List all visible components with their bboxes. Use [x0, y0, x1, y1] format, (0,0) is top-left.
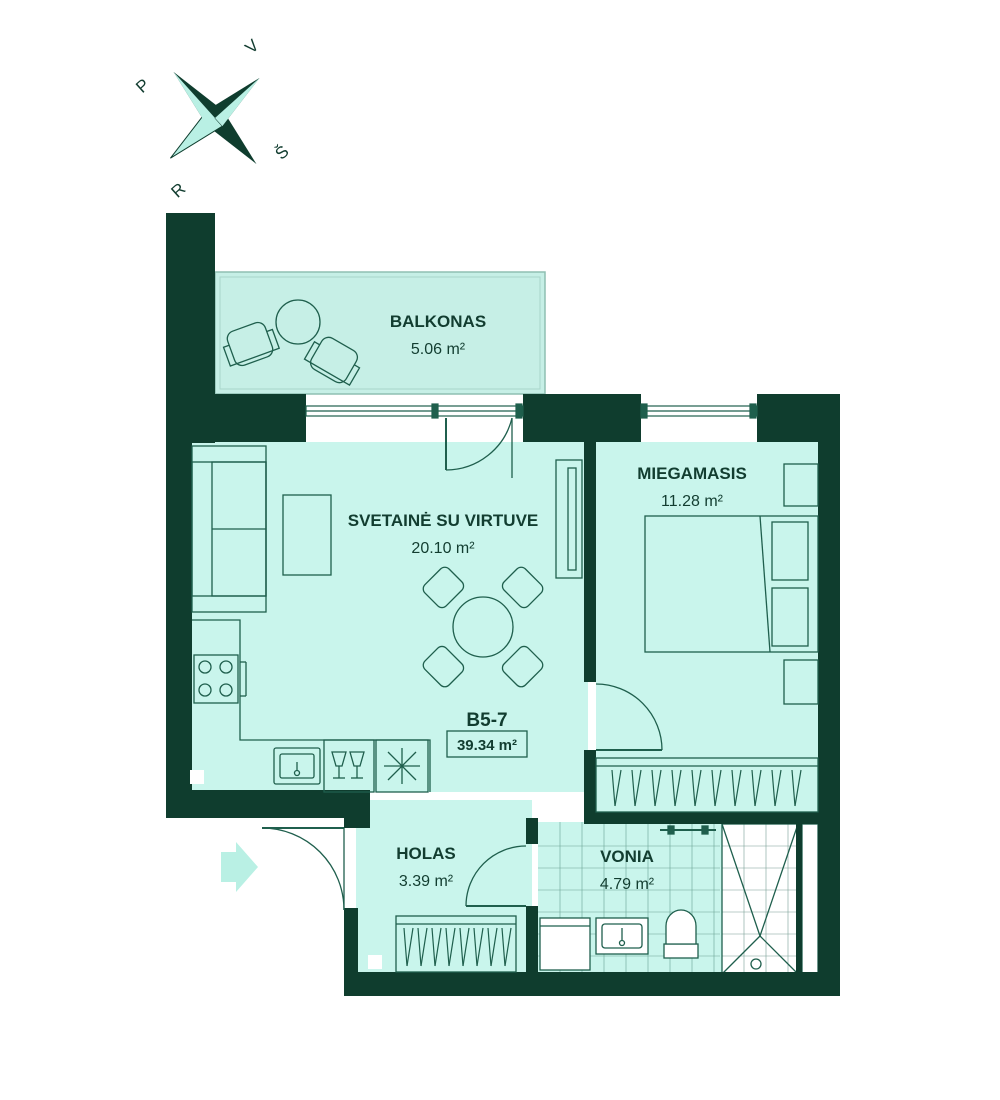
living-name: SVETAINĖ SU VIRTUVE [348, 511, 539, 530]
apartment-code: B5-7 [466, 710, 507, 731]
hanger-line [791, 769, 796, 807]
bath-area: 4.79 m² [600, 876, 655, 893]
balcony-furniture [222, 299, 361, 387]
hanger-line [462, 927, 470, 967]
hanger-line [445, 927, 450, 967]
dining-table [422, 566, 544, 688]
window-bedroom [640, 403, 758, 419]
bath-sink [595, 917, 649, 955]
hanger-line [406, 927, 414, 967]
hanger-line [431, 927, 436, 967]
compass-rose-icon [170, 71, 260, 165]
nightstand-bottom [783, 659, 819, 705]
window-living [305, 403, 524, 419]
hanger-line [614, 769, 622, 807]
hanger-line [771, 769, 776, 807]
hanger-line [420, 927, 428, 967]
hanger-line [691, 769, 696, 807]
hanger-line [473, 927, 478, 967]
hanger-line [651, 769, 656, 807]
compass-letter-v: V [242, 35, 264, 57]
hanger-line [634, 769, 642, 807]
hanger-line [403, 927, 408, 967]
compass-letter-s: Š [272, 142, 293, 164]
hanger-line [501, 927, 506, 967]
bedroom-floor [596, 442, 818, 814]
hanger-line [448, 927, 456, 967]
hall-name: HOLAS [396, 844, 456, 863]
living-floor [190, 442, 588, 792]
nightstand-top [783, 463, 819, 507]
balcony-name: BALKONAS [390, 312, 486, 331]
hanger-line [751, 769, 756, 807]
hanger-line [774, 769, 782, 807]
bathroom-door[interactable] [465, 845, 527, 907]
shower [721, 823, 799, 975]
bedroom-wardrobe [595, 757, 819, 813]
hanger-line [754, 769, 762, 807]
washing-machine [539, 917, 591, 971]
hanger-line [417, 927, 422, 967]
toilet [663, 909, 699, 959]
hanger-line [631, 769, 636, 807]
hanger-line [490, 927, 498, 967]
apartment-total-area: 39.34 m² [457, 737, 517, 754]
bedroom-name: MIEGAMASIS [637, 464, 747, 483]
hanger-line [654, 769, 662, 807]
bedroom-door[interactable] [595, 683, 663, 751]
bed [644, 515, 819, 653]
balcony-area: 5.06 m² [411, 341, 466, 358]
hanger-line [711, 769, 716, 807]
living-area: 20.10 m² [411, 540, 475, 557]
compass-letter-p: P [132, 75, 153, 97]
hanger-line [694, 769, 702, 807]
bath-towel-rail [660, 825, 716, 835]
hanger-line [731, 769, 736, 807]
hanger-line [476, 927, 484, 967]
hall-wardrobe-hangers [403, 927, 512, 967]
bedroom-area: 11.28 m² [661, 493, 724, 510]
walls [166, 213, 840, 996]
balcony-floor [214, 271, 546, 395]
bath-shelf [801, 823, 819, 975]
kitchen [192, 619, 431, 793]
hanger-line [794, 769, 802, 807]
compass-letter-r: R [168, 179, 190, 201]
apartment-code-box: B5-7 39.34 m² [446, 710, 528, 758]
entrance-door[interactable] [261, 827, 356, 911]
sofa [191, 445, 267, 613]
coffee-table [282, 494, 332, 576]
hanger-line [714, 769, 722, 807]
hanger-line [459, 927, 464, 967]
bedroom-wardrobe-hangers [611, 769, 802, 807]
entrance-arrow-icon [221, 842, 258, 892]
hall-wardrobe [395, 915, 517, 973]
hanger-line [671, 769, 676, 807]
hanger-line [611, 769, 616, 807]
bath-name: VONIA [600, 847, 654, 866]
hall-area: 3.39 m² [399, 873, 454, 890]
hanger-line [504, 927, 512, 967]
hanger-line [487, 927, 492, 967]
tv-cabinet [555, 459, 583, 579]
hanger-line [674, 769, 682, 807]
balcony-door[interactable] [445, 417, 513, 478]
hanger-line [734, 769, 742, 807]
hanger-line [434, 927, 442, 967]
